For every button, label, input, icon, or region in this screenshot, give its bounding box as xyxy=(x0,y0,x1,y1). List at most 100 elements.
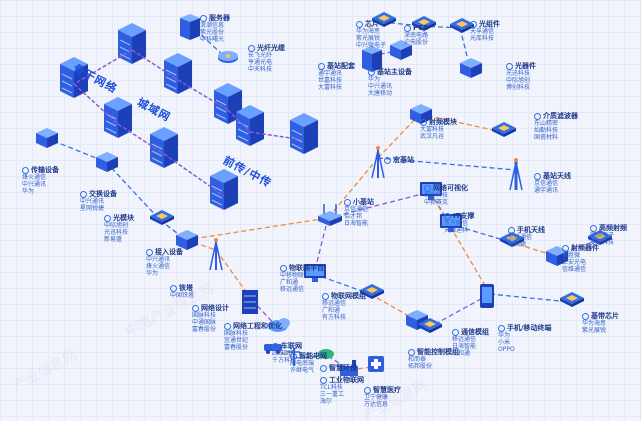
node-title: 接入设备 xyxy=(146,248,183,256)
node-label-network-design: 网络设计国脉科技中通国脉富春股份 xyxy=(192,304,229,333)
bullet-icon xyxy=(444,212,451,220)
node-title-text: 基站天线 xyxy=(543,172,571,180)
node-title: 智能电网 xyxy=(290,352,327,360)
chip-icon xyxy=(588,230,612,245)
node-title-text: 手机/移动终端 xyxy=(507,324,552,332)
box-icon xyxy=(390,40,412,60)
node-title-text: 网络可视化 xyxy=(433,184,468,192)
node-company: 紫光展锐 xyxy=(356,35,381,42)
node-label-optical-fiber: 光纤光缆长飞光纤亨通光电中天科技 xyxy=(248,44,285,73)
node-company: 移远通信 xyxy=(322,300,347,307)
node-company: 硕贝德 xyxy=(508,241,527,248)
node-title: PCB xyxy=(404,24,429,32)
node-title: 小基站 xyxy=(344,198,374,206)
node-company: 许继电气 xyxy=(290,367,315,374)
node-company: 华为海思 xyxy=(582,320,607,327)
node-company: 大富科技 xyxy=(420,126,445,133)
node-company: 移远通信 xyxy=(280,286,305,293)
box-icon xyxy=(96,152,118,172)
node-title: 光组件 xyxy=(470,20,500,28)
node-company: 中移物联 xyxy=(280,272,305,279)
bullet-icon xyxy=(498,324,505,332)
node-label-rf-module: 射频模块大富科技武汉凡谷 xyxy=(420,118,457,140)
node-company: 万达信息 xyxy=(364,401,389,408)
bullet-icon xyxy=(104,214,111,222)
node-title: 光器件 xyxy=(506,62,536,70)
server-icon xyxy=(180,14,200,40)
rack-server-icon xyxy=(214,83,242,124)
chip-icon xyxy=(412,16,436,31)
node-title: 基站主设备 xyxy=(368,68,412,76)
node-company: 和而泰 xyxy=(408,356,427,363)
node-company: 佰才邦 xyxy=(344,213,363,220)
node-title-text: 网络设计 xyxy=(201,304,229,312)
module-icon xyxy=(492,122,516,137)
node-company: 东方国信 xyxy=(444,220,469,227)
node-label-small-station: 小基站京信通信佰才邦日海智能 xyxy=(344,198,374,227)
tower2-icon xyxy=(371,146,385,179)
node-company: 中兴通讯 xyxy=(80,198,105,205)
node-title-text: 光器件 xyxy=(515,62,536,70)
node-company: 广和通 xyxy=(452,350,471,357)
node-label-switch: 交换设备中兴通讯星网锐捷 xyxy=(80,190,117,212)
node-title-text: 小基站 xyxy=(353,198,374,206)
node-title-text: 基站主设备 xyxy=(377,68,412,76)
node-company: 国脉科技 xyxy=(224,330,249,337)
node-company: 沪电股份 xyxy=(404,39,429,46)
router-icon xyxy=(318,204,342,226)
node-company: 华为 xyxy=(498,332,511,339)
node-title-text: 基站配套 xyxy=(327,62,355,70)
node-company: 有方科技 xyxy=(322,314,347,321)
node-company: 富春股份 xyxy=(224,344,249,351)
node-company: 广和通 xyxy=(280,279,299,286)
bullet-icon xyxy=(408,348,415,356)
node-company: OPPO xyxy=(498,346,515,353)
module-icon xyxy=(150,210,174,225)
connection-line xyxy=(429,191,491,295)
node-label-iot-module: 物联网模组移远通信广和通有方科技 xyxy=(322,292,366,321)
node-title: 铁塔 xyxy=(170,284,194,292)
chip-icon xyxy=(418,318,442,333)
bullet-icon xyxy=(224,322,231,330)
node-company: 富春股份 xyxy=(192,326,217,333)
node-company: 新易盛 xyxy=(104,236,123,243)
bullet-icon xyxy=(508,226,515,234)
node-title-text: 宏基站 xyxy=(393,156,414,164)
node-label-network-visual: 网络可视化恒为科技中新赛克 xyxy=(424,184,468,206)
node-title-text: 高频射频 xyxy=(599,224,627,232)
factory-icon xyxy=(340,360,358,376)
node-title-text: IT支撑 xyxy=(453,212,475,220)
node-title: 智能控制模组 xyxy=(408,348,459,356)
backbone-link xyxy=(249,131,305,141)
node-title: 基站配套 xyxy=(318,62,355,70)
connection-line xyxy=(327,191,431,219)
node-company: 紫光展锐 xyxy=(582,327,607,334)
node-title: 交换设备 xyxy=(80,190,117,198)
node-company: 灿勤科技 xyxy=(534,127,559,134)
node-company: 拓邦股份 xyxy=(408,363,433,370)
connection-line xyxy=(185,239,217,251)
bullet-icon xyxy=(192,304,199,312)
node-company: 千方科技 xyxy=(272,357,297,364)
node-title-text: 射频器件 xyxy=(571,244,599,252)
cross-icon xyxy=(368,356,384,372)
node-company: 中国铁塔 xyxy=(170,292,195,299)
bullet-icon xyxy=(290,352,297,360)
node-label-iov: 车联网四维图新千方科技 xyxy=(272,342,302,364)
node-title: 网络设计 xyxy=(192,304,229,312)
node-company: 海尔 xyxy=(320,398,333,405)
node-company: 光迅科技 xyxy=(506,70,531,77)
node-title-text: 光模块 xyxy=(113,214,134,222)
node-company: 宜通世纪 xyxy=(224,337,249,344)
chip-icon xyxy=(372,12,396,27)
rack-server-icon xyxy=(118,23,146,64)
node-company: 深南电路 xyxy=(404,32,429,39)
node-title-text: 手机天线 xyxy=(517,226,545,234)
node-title: 服务器 xyxy=(200,14,230,22)
backbone-link xyxy=(117,123,165,155)
node-title: 手机天线 xyxy=(508,226,545,234)
node-company: 中天科技 xyxy=(248,66,273,73)
rack-server-icon xyxy=(60,57,88,98)
bullet-icon xyxy=(470,20,477,28)
